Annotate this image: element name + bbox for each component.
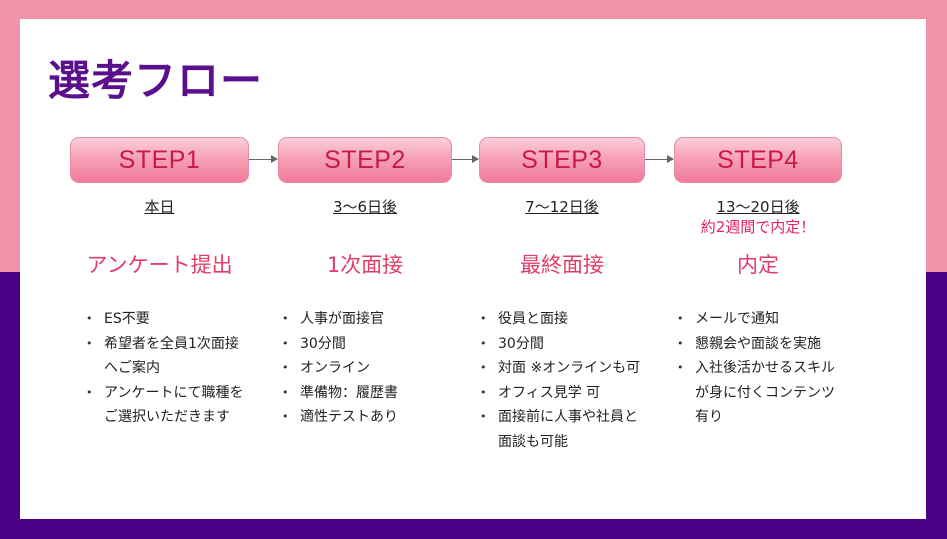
step2-stage: 1次面接	[326, 253, 404, 277]
list-item: 役員と面接	[480, 307, 642, 332]
step4-box: STEP4	[674, 137, 842, 183]
step4-timing-block: 13〜20日後 約2週間で内定！	[674, 197, 842, 237]
list-item: 30分間	[282, 332, 452, 357]
step3-box: STEP3	[479, 137, 645, 183]
list-item: ES不要	[86, 307, 246, 332]
step1-stage: アンケート提出	[86, 253, 233, 277]
step1-bullet-list: ES不要 希望者を全員1次面接へご案内 アンケートにて職種をご選択いただきます	[86, 307, 246, 430]
step2-box: STEP2	[278, 137, 452, 183]
list-item: 面接前に人事や社員と面談も可能	[480, 405, 642, 454]
list-item: 希望者を全員1次面接へご案内	[86, 332, 246, 381]
slide-card: 選考フロー STEP1 STEP2 STEP3 STEP4 本日 3〜6日後 7…	[20, 19, 926, 519]
step3-bullet-list: 役員と面接 30分間 対面 ※オンラインも可 オフィス見学 可 面接前に人事や社…	[480, 307, 642, 454]
step4-label: STEP4	[717, 145, 799, 174]
step2-timing-block: 3〜6日後	[278, 197, 452, 217]
list-item: 入社後活かせるスキルが身に付くコンテンツ有り	[677, 356, 837, 430]
step3-timing-block: 7〜12日後	[479, 197, 645, 217]
step1-box: STEP1	[70, 137, 249, 183]
list-item: 適性テストあり	[282, 405, 452, 430]
step2-label: STEP2	[324, 145, 406, 174]
list-item: 対面 ※オンラインも可	[480, 356, 642, 381]
list-item: アンケートにて職種をご選択いただきます	[86, 381, 246, 430]
list-item: 懇親会や面談を実施	[677, 332, 837, 357]
step4-timing: 13〜20日後	[716, 198, 800, 216]
arrow-right-icon	[645, 155, 674, 163]
page-title: 選考フロー	[48, 56, 264, 105]
list-item: オンライン	[282, 356, 452, 381]
list-item: メールで通知	[677, 307, 837, 332]
step1-label: STEP1	[118, 145, 201, 174]
step2-bullet-list: 人事が面接官 30分間 オンライン 準備物：履歴書 適性テストあり	[282, 307, 452, 430]
step2-timing: 3〜6日後	[332, 198, 398, 216]
step3-timing: 7〜12日後	[525, 198, 599, 216]
list-item: 準備物：履歴書	[282, 381, 452, 406]
step1-timing: 本日	[144, 198, 175, 216]
arrow-right-icon	[452, 155, 479, 163]
list-item: オフィス見学 可	[480, 381, 642, 406]
step3-label: STEP3	[521, 145, 603, 174]
step4-note: 約2週間で内定！	[700, 218, 816, 236]
list-item: 人事が面接官	[282, 307, 452, 332]
step3-stage: 最終面接	[520, 253, 604, 277]
step4-stage: 内定	[737, 253, 779, 277]
step4-bullet-list: メールで通知 懇親会や面談を実施 入社後活かせるスキルが身に付くコンテンツ有り	[677, 307, 837, 430]
step1-timing-block: 本日	[70, 197, 249, 217]
list-item: 30分間	[480, 332, 642, 357]
arrow-right-icon	[249, 155, 278, 163]
